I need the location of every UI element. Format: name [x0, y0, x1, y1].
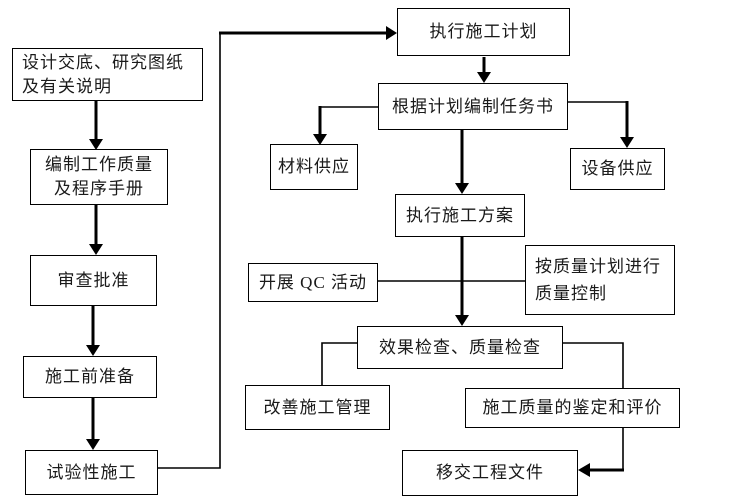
node-appraisal: 施工质量的鉴定和评价	[465, 388, 680, 428]
node-design-line1: 设计交底、研究图纸	[22, 52, 184, 72]
node-handover-label: 移交工程文件	[436, 463, 544, 482]
arrowhead-right-icon	[386, 26, 397, 40]
arrowhead-down-icon	[86, 439, 100, 450]
node-design: 设计交底、研究图纸 及有关说明	[12, 48, 203, 101]
connector-check-improve	[321, 342, 357, 386]
node-manual: 编制工作质量 及程序手册	[30, 149, 168, 205]
node-material: 材料供应	[270, 144, 358, 190]
connector-appraisal-handover	[578, 428, 624, 477]
arrowhead-down-icon	[89, 139, 103, 150]
node-manual-line2: 及程序手册	[54, 179, 144, 198]
arrowhead-down-icon	[86, 345, 100, 356]
node-review-label: 审查批准	[57, 270, 130, 290]
node-trial-label: 试验性施工	[46, 462, 137, 482]
node-task: 根据计划编制任务书	[378, 83, 568, 130]
node-manual-line1: 编制工作质量	[45, 155, 153, 174]
node-quality-control-line2: 质量控制	[535, 284, 607, 303]
node-quality-control-line1: 按质量计划进行	[535, 257, 661, 276]
arrowhead-down-icon	[89, 244, 103, 255]
node-review: 审查批准	[30, 255, 157, 306]
node-check: 效果检查、质量检查	[357, 326, 563, 369]
node-equipment: 设备供应	[570, 148, 665, 190]
arrowhead-down-icon	[455, 315, 469, 326]
connector-review-prep	[86, 306, 100, 356]
node-prep: 施工前准备	[23, 356, 157, 398]
node-check-label: 效果检查、质量检查	[379, 337, 541, 357]
node-improve-label: 改善施工管理	[263, 397, 372, 417]
node-handover: 移交工程文件	[402, 450, 578, 496]
node-plan-label: 执行施工计划	[429, 22, 538, 41]
connector-manual-review	[89, 205, 103, 255]
node-scheme-label: 执行施工方案	[406, 205, 514, 225]
node-equipment-label: 设备供应	[581, 159, 654, 178]
arrowhead-down-icon	[477, 72, 491, 83]
arrowhead-left-icon	[578, 463, 590, 477]
connector-task-material	[313, 106, 378, 145]
connector-prep-trial	[86, 398, 100, 450]
connector-scheme-check	[455, 237, 469, 326]
node-scheme: 执行施工方案	[395, 194, 525, 237]
arrowhead-down-icon	[620, 137, 634, 148]
node-qc-label: 开展 QC 活动	[258, 272, 368, 292]
arrowhead-down-icon	[313, 134, 327, 145]
node-design-line2: 及有关说明	[22, 76, 112, 96]
node-trial: 试验性施工	[25, 450, 158, 495]
connector-design-manual	[89, 101, 103, 150]
connector-task-scheme	[455, 130, 469, 194]
connector-plan-task	[477, 57, 491, 83]
node-task-label: 根据计划编制任务书	[392, 96, 554, 116]
node-quality-control: 按质量计划进行 质量控制	[525, 245, 675, 315]
node-qc: 开展 QC 活动	[248, 263, 378, 302]
connector-task-equipment	[568, 101, 634, 148]
node-plan: 执行施工计划	[397, 8, 570, 56]
connector-check-appraisal	[563, 342, 624, 389]
connector-trial-plan	[158, 26, 397, 469]
node-prep-label: 施工前准备	[45, 367, 135, 386]
arrowhead-down-icon	[455, 183, 469, 194]
node-appraisal-label: 施工质量的鉴定和评价	[482, 398, 663, 417]
node-improve: 改善施工管理	[245, 385, 390, 430]
node-material-label: 材料供应	[278, 157, 350, 176]
